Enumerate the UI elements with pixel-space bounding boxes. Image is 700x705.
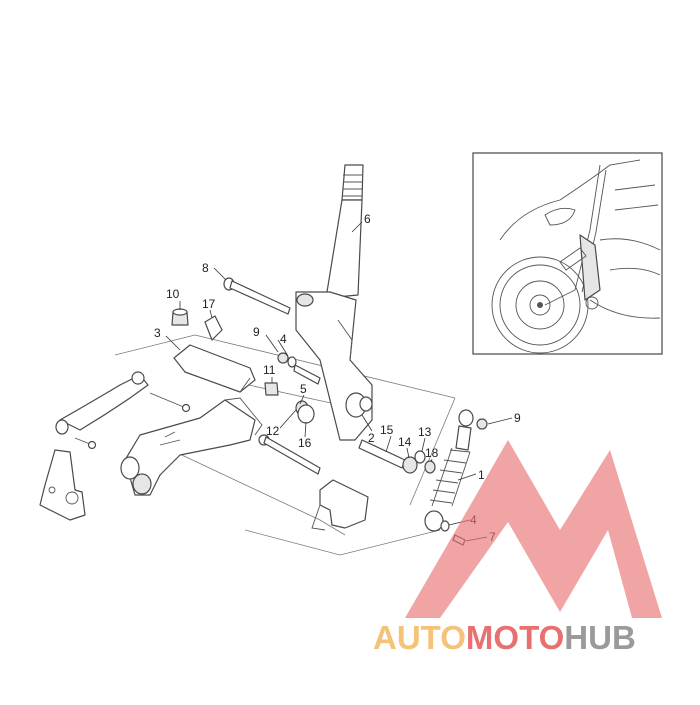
nut-part-18	[424, 460, 436, 474]
washer-part-4-upper	[287, 356, 297, 368]
callout-5: 5	[300, 382, 307, 396]
callout-3: 3	[154, 326, 161, 340]
callout-9-lower: 9	[514, 411, 521, 425]
axle-part-15	[358, 439, 406, 469]
spacer-part-11	[264, 382, 279, 396]
nut-part-9-lower	[476, 418, 488, 430]
callout-11: 11	[263, 363, 276, 377]
callout-18: 18	[425, 446, 439, 460]
washer-part-4-lower	[440, 520, 450, 532]
pin-part-5	[293, 364, 321, 385]
clip-part-17	[204, 315, 223, 341]
callout-15: 15	[380, 423, 394, 437]
callout-leaders	[165, 221, 513, 542]
bushing-part-2	[359, 396, 373, 412]
left-link-arm	[55, 371, 191, 450]
left-bracket	[39, 449, 86, 521]
callout-14: 14	[398, 435, 412, 449]
bushing-part-14	[402, 456, 418, 474]
callout-2: 2	[368, 431, 375, 445]
washer-part-13	[414, 450, 426, 464]
bushing-part-16	[295, 400, 315, 424]
bushing-part-10	[171, 308, 189, 326]
watermark-logo-mark	[405, 440, 662, 618]
callout-8: 8	[202, 261, 209, 275]
callout-9-upper: 9	[253, 325, 260, 339]
callout-6: 6	[364, 212, 371, 226]
scooter-front-wheel	[491, 256, 589, 354]
long-bolt-part	[223, 277, 291, 315]
callout-4-upper: 4	[280, 332, 287, 346]
nut-part-9-upper	[277, 352, 289, 364]
steering-column-part	[295, 164, 373, 441]
watermark-text: AUTOMOTOHUB	[373, 619, 636, 656]
callout-13: 13	[418, 425, 432, 439]
callout-10: 10	[166, 287, 180, 301]
swing-arm	[120, 397, 263, 496]
callout-1: 1	[478, 468, 485, 482]
callout-17: 17	[202, 297, 216, 311]
long-bolt-part-12	[258, 434, 321, 475]
callout-16: 16	[298, 436, 312, 450]
bracket-plate-part-3	[173, 344, 256, 393]
inset-scooter-view	[472, 152, 663, 355]
callout-12: 12	[266, 424, 280, 438]
lower-mount-bracket	[311, 479, 369, 531]
watermark-part-auto: AUTOMOTOHUB	[373, 619, 636, 656]
